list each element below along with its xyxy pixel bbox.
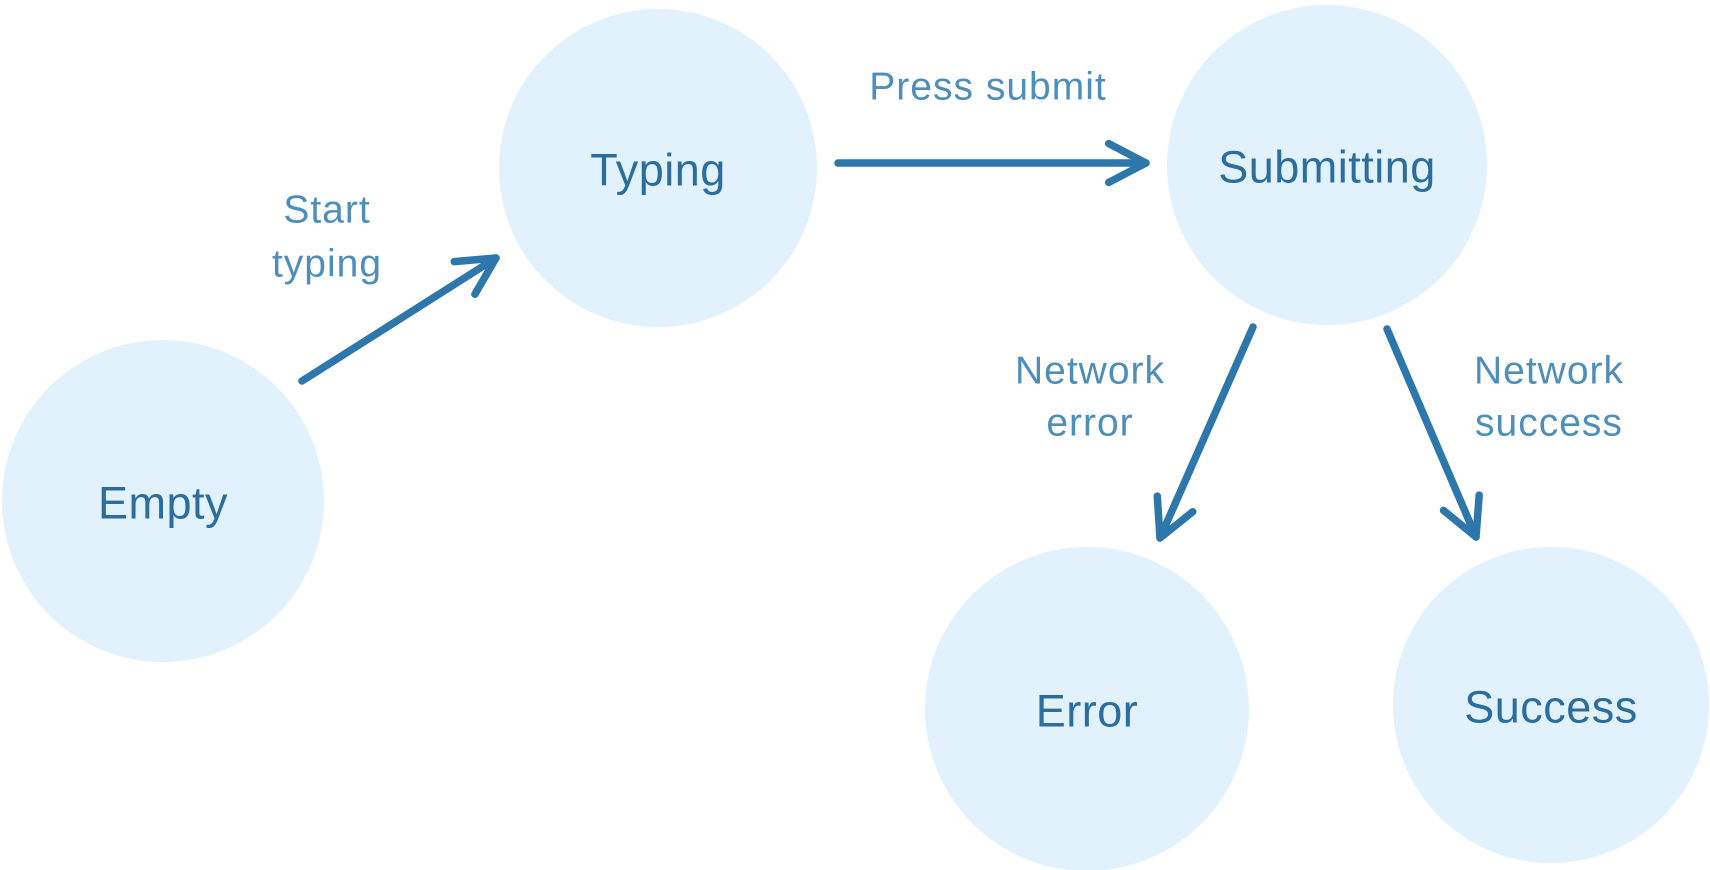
arrowhead-icon	[1439, 491, 1483, 541]
state-label-success: Success	[1464, 682, 1638, 733]
arrowhead-icon	[450, 254, 500, 299]
transition-line-start-typing	[298, 254, 500, 385]
transition-line-network-error	[1156, 323, 1257, 542]
state-circle-success	[1393, 547, 1709, 863]
state-label-submitting: Submitting	[1218, 142, 1436, 193]
state-circle-typing	[499, 9, 817, 327]
state-label-empty: Empty	[98, 478, 228, 529]
transition-press-submit: Press submit	[834, 66, 1150, 187]
state-circle-empty	[2, 340, 324, 662]
state-node-error: Error	[925, 547, 1249, 870]
state-node-typing: Typing	[499, 9, 817, 327]
transition-label-press-submit: Press submit	[869, 66, 1106, 109]
arrowhead-icon	[1104, 139, 1150, 187]
state-circle-error	[925, 547, 1249, 870]
state-node-empty: Empty	[2, 340, 324, 662]
arrowhead-icon	[1153, 492, 1197, 542]
state-label-error: Error	[1036, 686, 1139, 737]
state-label-typing: Typing	[590, 145, 726, 196]
state-node-submitting: Submitting	[1167, 5, 1487, 325]
transition-line-network-success	[1383, 325, 1480, 541]
state-circle-submitting	[1167, 5, 1487, 325]
state-node-success: Success	[1393, 547, 1709, 863]
